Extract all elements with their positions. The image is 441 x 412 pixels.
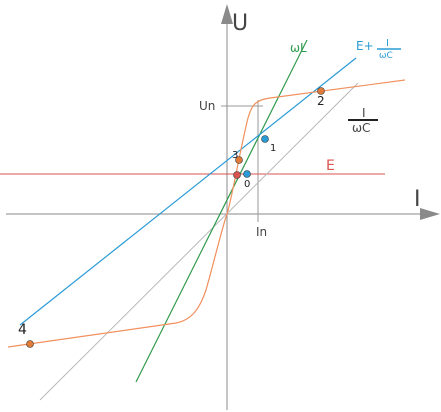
- capacitive-label: I ωC: [348, 106, 378, 135]
- point-4-label: 4: [18, 322, 27, 338]
- e-plus-e: E+: [356, 39, 374, 53]
- point-4: [26, 340, 34, 348]
- u-axis-arrow: [221, 4, 233, 24]
- e-plus-label: E+ I ωC: [356, 38, 401, 61]
- capacitive-line: [39, 82, 359, 401]
- point-2-label: 2: [317, 94, 325, 108]
- omega-l-line: [135, 39, 308, 383]
- e-plus-den: ωC: [379, 51, 393, 61]
- i-axis-label: I: [414, 187, 421, 212]
- capacitive-num: I: [362, 106, 366, 120]
- e-plus-num: I: [386, 38, 389, 49]
- point-1-label: 1: [270, 143, 276, 154]
- point-3: [235, 156, 243, 164]
- point-1: [261, 135, 269, 143]
- un-label: Un: [199, 99, 215, 113]
- point-3-label: 3: [232, 150, 238, 161]
- capacitive-den: ωC: [352, 121, 370, 135]
- omega-l-label: ωL: [290, 41, 307, 55]
- point-0-label: 0: [244, 179, 250, 190]
- in-label: In: [256, 225, 267, 239]
- magnetization-curve: [7, 79, 406, 348]
- point-2: [317, 87, 325, 95]
- point-0: [243, 170, 251, 178]
- e-plus-line: [19, 57, 357, 326]
- u-axis-label: U: [232, 11, 248, 36]
- i-axis-arrow: [420, 208, 440, 220]
- e-label: E: [326, 158, 335, 174]
- point-red: [233, 171, 241, 179]
